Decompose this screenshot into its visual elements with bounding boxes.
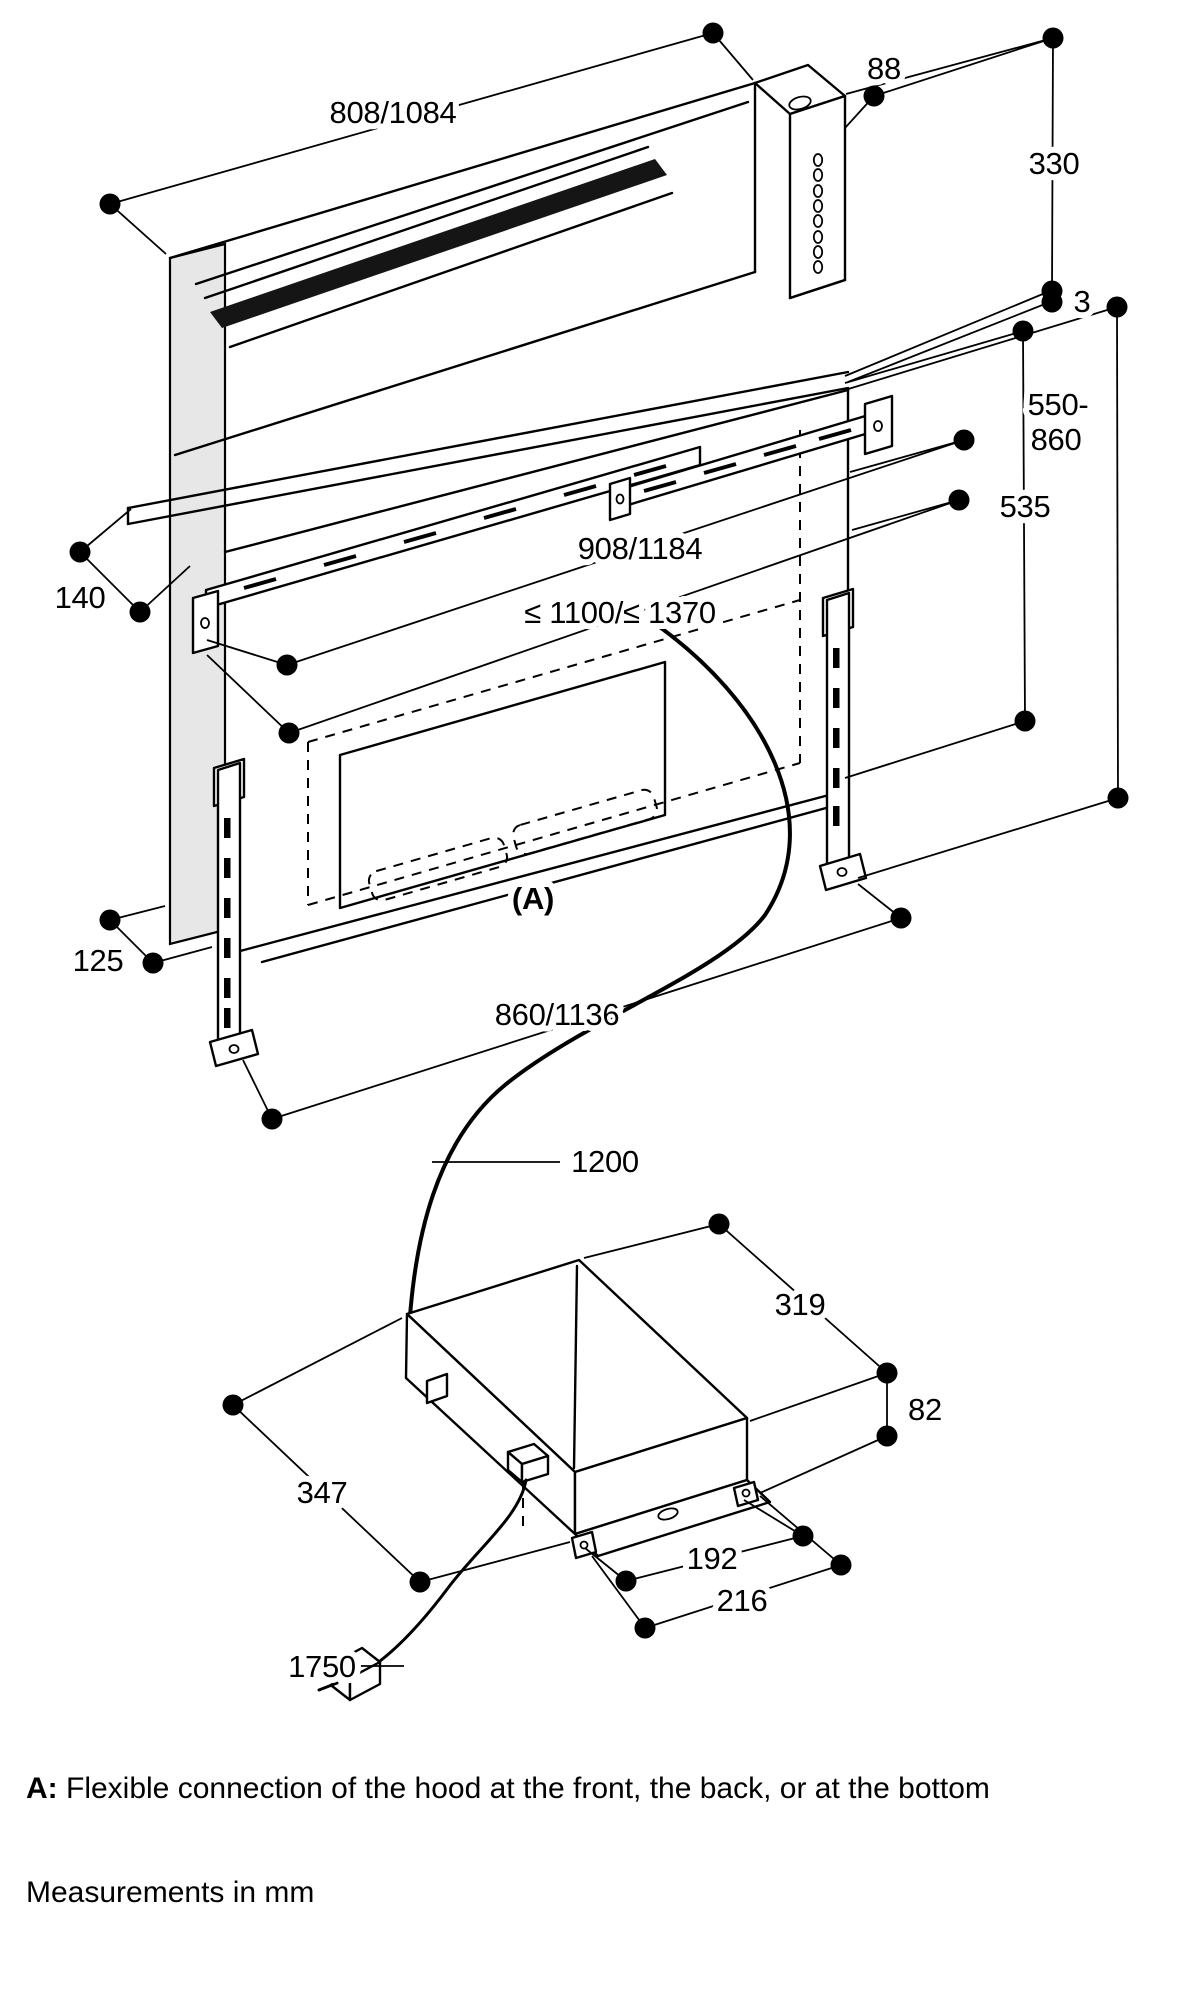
dim-duct-collar-depth: 88 (867, 51, 901, 86)
panel-bottom-edge (788, 278, 847, 300)
dim-countertop-lip: 3 (1074, 284, 1091, 319)
power-cord (378, 1478, 528, 1663)
rail-slots (833, 648, 840, 826)
footnote-a: A: Flexible connection of the hood at th… (26, 1772, 990, 1806)
dim-power-cord-length: 1750 (288, 1649, 356, 1684)
power-socket (506, 1442, 550, 1484)
dim-frame-height: 535 (1000, 489, 1051, 524)
connection-cable (406, 618, 792, 1354)
downdraft-hood (168, 63, 847, 457)
dim-box-depth: 319 (775, 1287, 826, 1322)
dim-hood-cable-length: 1200 (571, 1144, 639, 1179)
dim-install-height-line1: 550- (1028, 387, 1089, 422)
mounting-rail-right (608, 394, 894, 522)
dim-base-length: 216 (717, 1583, 768, 1618)
remote-blower-box (312, 1258, 772, 1702)
dim-front-clearance: 140 (55, 580, 106, 615)
dim-box-length: 347 (297, 1475, 348, 1510)
annotation-a-marker: (A) (512, 881, 554, 916)
box-side-vent (425, 1372, 449, 1405)
footnote-a-text: Flexible connection of the hood at the f… (57, 1772, 990, 1805)
dim-install-height-line2: 860 (1031, 422, 1082, 457)
dim-rail-span: 908/1184 (578, 531, 703, 566)
hood-top-edge (168, 81, 757, 260)
dim-foot-spacing: 192 (687, 1541, 738, 1576)
dim-hood-top-width: 808/1084 (330, 95, 457, 130)
countertop-bottom-edge (126, 386, 850, 526)
duct-opening (338, 660, 667, 910)
dim-hood-height: 330 (1029, 146, 1080, 181)
control-buttons (812, 153, 824, 274)
cutout-dashed-outline (307, 430, 801, 906)
duct-position-option-2 (512, 788, 658, 856)
duct-position-option-1 (367, 836, 509, 902)
collar-oval-opening (788, 95, 812, 111)
countertop-top-edge (126, 370, 850, 510)
rail-slots (224, 818, 231, 1028)
dimension-endpoints (69, 22, 1129, 1639)
flange-slot (657, 1507, 679, 1521)
footnote-a-label: A: (26, 1772, 58, 1805)
hood-bottom-edge (173, 270, 757, 457)
vertical-rail-right (818, 587, 868, 892)
units-note: Measurements in mm (26, 1876, 315, 1909)
screen-lip-edge (228, 191, 674, 349)
dim-box-height: 82 (908, 1392, 942, 1427)
box-top-crease (572, 1264, 579, 1470)
frame-bottom-edge (223, 788, 850, 957)
frame-bottom-flange-edge (260, 800, 850, 964)
glass-screen-strip (210, 159, 667, 328)
power-plug (312, 1646, 382, 1702)
dim-side-clearance: 125 (73, 943, 124, 978)
frame-top-edge (223, 388, 850, 554)
dim-max-cutout: ≤ 1100/≤ 1370 (524, 595, 716, 630)
dimension-labels: 808/1084 88 330 3 550- 860 535 140 908/1… (49, 45, 1097, 1690)
mounting-frame (126, 242, 894, 1068)
vertical-rail-left (208, 757, 260, 1068)
dim-frame-width: 860/1136 (495, 997, 620, 1032)
screen-top-edge (203, 145, 650, 300)
hood-top-inner-edge (194, 100, 750, 286)
